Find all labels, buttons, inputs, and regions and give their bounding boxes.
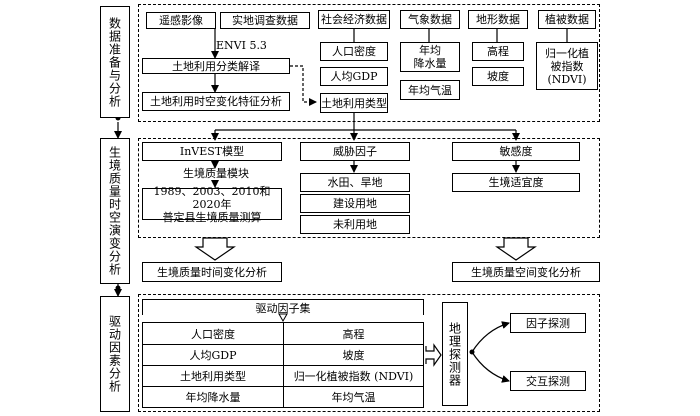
paddy-dryland-box: 水田、旱地 (300, 173, 410, 192)
stage-label: 驱动因素分析 (107, 315, 122, 393)
landuse-change-box: 土地利用时空变化特征分析 (142, 92, 290, 111)
factor-cell: 坡度 (342, 349, 365, 362)
geo-detector-box: 地理探测器 (442, 302, 468, 406)
habitat-suitability-box: 生境适宜度 (452, 173, 580, 192)
invest-model-box: InVEST模型 (142, 142, 282, 161)
threat-factor-box: 威胁因子 (300, 142, 410, 161)
factor-cell: 年均气温 (331, 391, 376, 404)
construction-land-box: 建设用地 (300, 194, 410, 213)
geo-detector-label: 地理探测器 (447, 321, 462, 387)
stage1-frame (138, 4, 600, 122)
landuse-classification-box: 土地利用分类解译 (142, 58, 290, 74)
precipitation-box: 年均 降水量 (400, 42, 460, 72)
habitat-module-label: 生境质量模块 (183, 167, 249, 180)
stage-label: 生境质量时空演变分析 (107, 146, 122, 276)
remote-sensing-box: 遥感影像 (146, 12, 216, 29)
table-divider (143, 344, 423, 345)
stage-data-preparation: 数据准备与分析 (100, 6, 130, 118)
stage-label: 数据准备与分析 (107, 16, 122, 108)
habitat-quality-calc-box: 1989、2003、2010和2020年 普定县生境质量测算 (142, 185, 282, 224)
elevation-box: 高程 (472, 42, 524, 61)
factor-cell: 人均GDP (189, 349, 237, 362)
pop-density-box: 人口密度 (320, 42, 388, 61)
factor-cell: 归一化植被指数 (NDVI) (293, 370, 414, 383)
vegetation-header: 植被数据 (538, 10, 596, 29)
software-label: ENVI 5.3 (216, 38, 267, 52)
spatial-change-box: 生境质量空间变化分析 (452, 262, 600, 282)
gdp-box: 人均GDP (320, 67, 388, 86)
temperature-box: 年均气温 (400, 80, 460, 100)
factor-cell: 高程 (342, 327, 365, 341)
slope-box: 坡度 (472, 67, 524, 86)
factor-cell: 人口密度 (191, 327, 235, 341)
terrain-header: 地形数据 (468, 10, 528, 29)
ndvi-box: 归一化植 被指数 (NDVI) (536, 42, 598, 90)
landuse-type-box: 土地利用类型 (320, 93, 388, 113)
driver-factor-set-header: 驱动因子集 (142, 299, 424, 315)
driver-factor-table: 人口密度 高程 人均GDP 坡度 土地利用类型 归一化植被指数 (NDVI) 年… (142, 322, 424, 408)
temporal-change-box: 生境质量时间变化分析 (142, 262, 282, 282)
table-divider (143, 386, 423, 387)
stage2-frame (138, 138, 600, 238)
stage-driver-analysis: 驱动因素分析 (100, 296, 130, 412)
factor-detection-box: 因子探测 (510, 313, 586, 333)
factor-cell: 土地利用类型 (180, 370, 246, 383)
stage-habitat-analysis: 生境质量时空演变分析 (100, 138, 130, 284)
socio-economic-header: 社会经济数据 (318, 10, 390, 29)
factor-cell: 年均降水量 (185, 391, 241, 404)
field-survey-box: 实地调查数据 (220, 12, 310, 29)
table-divider (143, 365, 423, 366)
unused-land-box: 未利用地 (300, 215, 410, 234)
interaction-detection-box: 交互探测 (510, 371, 586, 391)
meteorological-header: 气象数据 (400, 10, 460, 29)
stage3-frame (138, 294, 600, 412)
sensitivity-box: 敏感度 (452, 142, 580, 161)
